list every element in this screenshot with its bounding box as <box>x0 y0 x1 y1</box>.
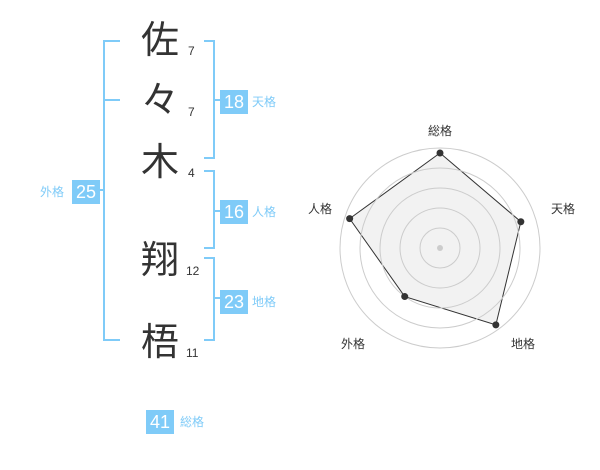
stroke-count-5: 11 <box>186 346 199 360</box>
stroke-count-4: 12 <box>186 264 200 278</box>
stroke-count-1: 7 <box>188 44 195 58</box>
kanji-2: 々 <box>140 78 179 122</box>
radar-axis-label-soukaku: 総格 <box>427 124 452 138</box>
stroke-count-2: 7 <box>188 105 195 119</box>
radar-point-1 <box>517 218 525 226</box>
radar-chart <box>339 147 541 349</box>
radar-axis-label-jinkaku: 人格 <box>307 202 332 216</box>
soukaku-label: 総格 <box>180 415 205 429</box>
chikaku-label: 地格 <box>252 295 277 309</box>
soukaku-value-badge: 41 <box>146 410 174 434</box>
radar-point-2 <box>492 321 500 329</box>
jinkaku-value-badge: 16 <box>220 200 248 224</box>
radar-data-polygon <box>348 152 522 326</box>
radar-point-3 <box>401 293 409 301</box>
kanji-4: 翔 <box>140 238 179 282</box>
radar-ring-2 <box>399 207 481 289</box>
radar-ring-4 <box>359 167 521 329</box>
radar-axis-label-tenkaku: 天格 <box>550 202 575 216</box>
radar-center-dot <box>437 245 443 251</box>
radar-ring-1 <box>419 227 461 269</box>
stroke-count-3: 4 <box>188 166 195 180</box>
kanji-3: 木 <box>140 140 179 184</box>
jinkaku-label: 人格 <box>252 205 277 219</box>
gaikaku-label: 外格 <box>40 185 65 199</box>
radar-axis-label-gaikaku: 外格 <box>340 337 365 351</box>
radar-point-0 <box>436 149 444 157</box>
radar-point-4 <box>346 215 354 223</box>
radar-axis-label-chikaku: 地格 <box>510 337 535 351</box>
kanji-1: 佐 <box>140 18 179 62</box>
chikaku-value-badge: 23 <box>220 290 248 314</box>
tenkaku-label: 天格 <box>252 95 277 109</box>
radar-ring-3 <box>379 187 501 309</box>
gaikaku-value-badge: 25 <box>72 180 100 204</box>
kanji-5: 梧 <box>140 320 179 364</box>
tenkaku-value-badge: 18 <box>220 90 248 114</box>
